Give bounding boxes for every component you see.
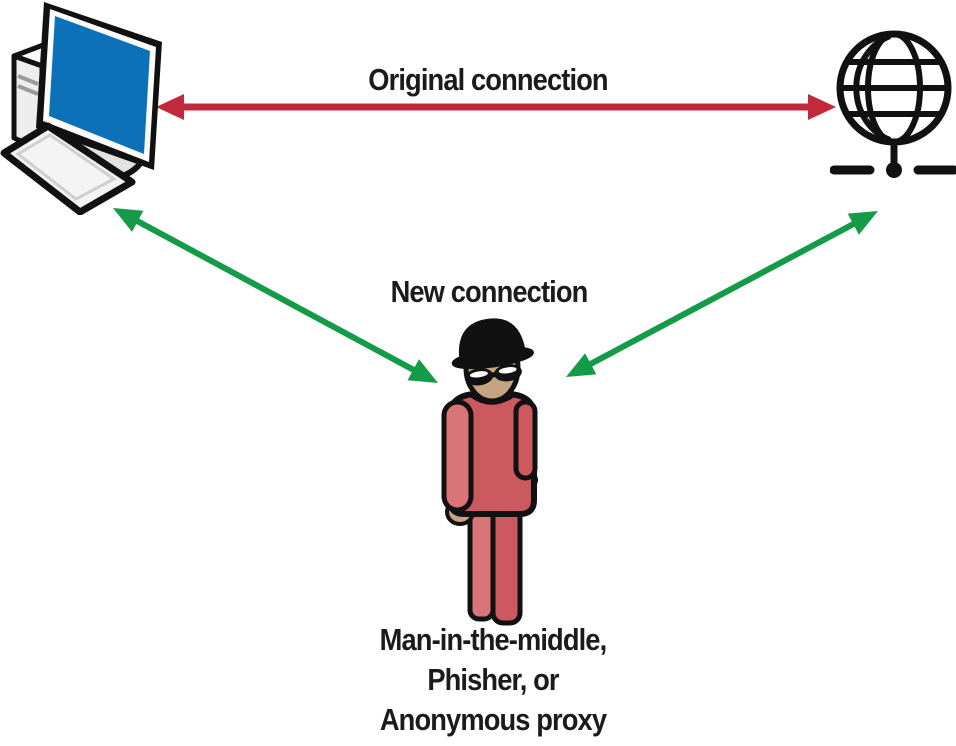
computer-icon [0,2,162,215]
attacker-person-icon [441,318,538,626]
sunglasses-icon [465,364,522,386]
new-connection-arrow-left [113,208,438,383]
original-connection-label: Original connection [368,62,608,97]
attacker-label: Man-in-the-middle, Phisher, or Anonymous… [379,622,608,737]
new-connection-arrow-right [566,211,878,377]
hat-icon [451,318,534,370]
internet-globe-icon [830,30,956,178]
original-connection-arrow [156,94,836,120]
new-connection-label: New connection [390,274,589,309]
